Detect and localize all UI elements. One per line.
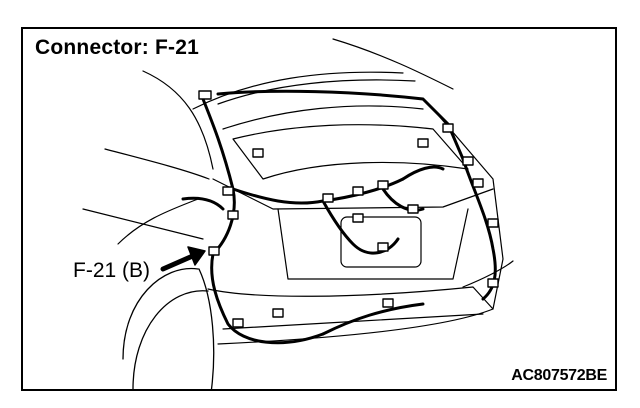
vehicle-rear-wiring-illustration bbox=[82, 38, 514, 389]
license-plate-outline bbox=[340, 216, 422, 268]
connector-markers bbox=[198, 90, 499, 328]
figure-code: AC807572BE bbox=[511, 367, 607, 384]
callout-arrow bbox=[160, 246, 206, 272]
car-body-outline bbox=[82, 38, 514, 345]
connector-callout-label: F-21 (B) bbox=[73, 259, 151, 282]
rear-wheel bbox=[122, 267, 215, 389]
diagram-frame: Connector: F-21 F-21 (B) AC807572BE bbox=[21, 27, 617, 391]
diagram-title: Connector: F-21 bbox=[35, 36, 200, 59]
